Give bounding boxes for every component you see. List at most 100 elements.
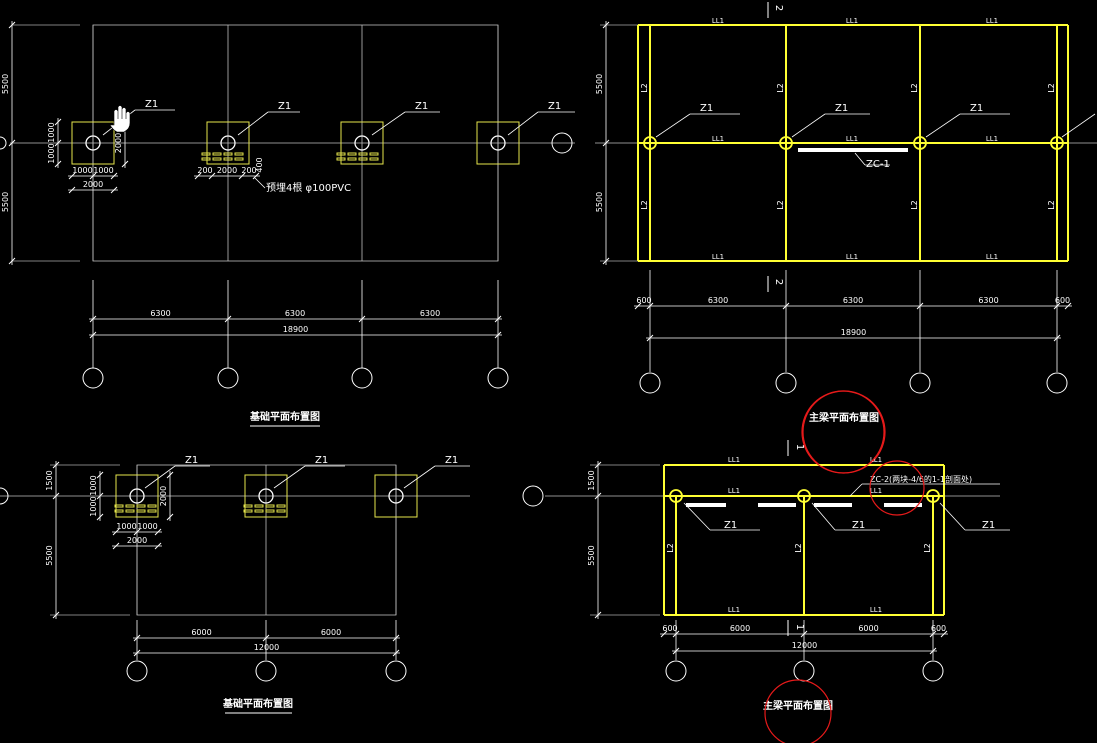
leader-line bbox=[811, 502, 836, 531]
dim-tick bbox=[54, 118, 62, 126]
beam-label: LL1 bbox=[728, 456, 740, 464]
dimension-text: 5500 bbox=[595, 192, 604, 212]
dim-tick bbox=[929, 630, 937, 638]
dimension-text: 6300 bbox=[420, 309, 440, 318]
beam-label: LL1 bbox=[986, 253, 998, 261]
dimension-text: 6300 bbox=[285, 309, 305, 318]
dimension-text: 6300 bbox=[843, 296, 863, 305]
dim-tick bbox=[672, 647, 680, 655]
dim-tick bbox=[208, 172, 216, 180]
dim-tick bbox=[252, 172, 260, 180]
axis-bubble bbox=[217, 367, 239, 389]
drawing-title: 主梁平面布置图 bbox=[809, 411, 879, 424]
rebar-mark bbox=[114, 509, 124, 513]
dim-tick bbox=[602, 257, 610, 265]
dimension-text: 1000 bbox=[89, 496, 98, 516]
dim-tick bbox=[602, 21, 610, 29]
hand-cursor-icon[interactable] bbox=[109, 105, 131, 133]
slab-label: ZC-1 bbox=[866, 159, 890, 170]
beam-label: LL1 bbox=[712, 253, 724, 261]
axis-bubble bbox=[922, 660, 944, 682]
beam-label: LL1 bbox=[846, 135, 858, 143]
column-label: Z1 bbox=[445, 455, 458, 466]
dim-tick bbox=[68, 172, 76, 180]
dimension-text: 200 bbox=[197, 166, 212, 175]
dim-tick bbox=[133, 528, 141, 536]
column-label: Z1 bbox=[852, 520, 865, 531]
axis-bubble bbox=[487, 367, 509, 389]
dimension-text: 12000 bbox=[792, 641, 817, 650]
column-circle bbox=[797, 489, 811, 503]
column-label: Z1 bbox=[185, 455, 198, 466]
leader-line bbox=[791, 113, 826, 138]
dim-tick bbox=[121, 160, 129, 168]
beam-label: LL1 bbox=[870, 487, 882, 495]
dim-tick bbox=[112, 542, 120, 550]
dim-tick bbox=[800, 630, 808, 638]
leader-line bbox=[1061, 113, 1096, 138]
dimension-text: 2000 bbox=[83, 180, 103, 189]
rebar-mark bbox=[243, 504, 253, 508]
beam-label: L2 bbox=[776, 200, 785, 210]
slab-bar bbox=[884, 503, 922, 507]
dim-tick bbox=[940, 630, 948, 638]
column-circle bbox=[258, 488, 274, 504]
beam-label: LL1 bbox=[986, 17, 998, 25]
dimension-text: 1500 bbox=[587, 470, 596, 490]
section-number: 1 bbox=[794, 624, 805, 630]
drawing-title: 主梁平面布置图 bbox=[763, 699, 833, 712]
dim-tick bbox=[112, 528, 120, 536]
footing-pad bbox=[115, 474, 159, 518]
dimension-text: 1000 bbox=[89, 475, 98, 495]
dim-tick bbox=[634, 302, 642, 310]
dimension-text: 2000 bbox=[127, 536, 147, 545]
rebar-mark bbox=[347, 152, 357, 156]
dim-tick bbox=[68, 186, 76, 194]
axis-bubble bbox=[351, 367, 373, 389]
axis-bubble bbox=[639, 372, 661, 394]
column-circle bbox=[779, 136, 793, 150]
plan-top-right: L2L2L2L2L2L2L2L2LL1LL1LL1LL1LL1LL1LL1LL1… bbox=[595, 2, 1097, 474]
axis-bubble bbox=[255, 660, 277, 682]
dim-tick bbox=[96, 492, 104, 500]
dim-tick bbox=[110, 172, 118, 180]
dim-tick bbox=[54, 160, 62, 168]
dimension-text: 18900 bbox=[283, 325, 308, 334]
dim-tick bbox=[194, 172, 202, 180]
axis-bubble bbox=[1046, 372, 1068, 394]
footing-pad bbox=[71, 121, 115, 165]
dim-tick bbox=[358, 315, 366, 323]
dimension-text: 2000 bbox=[114, 133, 123, 153]
leader-line bbox=[371, 111, 406, 136]
dim-tick bbox=[110, 186, 118, 194]
leader-line bbox=[849, 483, 863, 497]
beam-label: LL1 bbox=[846, 253, 858, 261]
rebar-mark bbox=[234, 152, 244, 156]
dimension-text: 6300 bbox=[978, 296, 998, 305]
dimension-text: 6300 bbox=[708, 296, 728, 305]
dim-tick bbox=[782, 302, 790, 310]
dimension-text: 1000 bbox=[72, 166, 92, 175]
dim-tick bbox=[602, 139, 610, 147]
dim-tick bbox=[89, 315, 97, 323]
dimension-text: 6300 bbox=[150, 309, 170, 318]
footing-pad bbox=[476, 121, 520, 165]
markup-circle bbox=[869, 460, 925, 516]
footing-pad bbox=[374, 474, 418, 518]
dim-tick bbox=[89, 172, 97, 180]
leader-line bbox=[507, 111, 539, 136]
slab-bar bbox=[798, 148, 908, 152]
dimension-text: 600 bbox=[1055, 296, 1070, 305]
column-circle bbox=[926, 489, 940, 503]
beam-label: L2 bbox=[910, 200, 919, 210]
dim-tick bbox=[494, 315, 502, 323]
dim-tick bbox=[154, 542, 162, 550]
dim-tick bbox=[52, 492, 60, 500]
dim-tick bbox=[646, 334, 654, 342]
section-number: 2 bbox=[773, 5, 784, 11]
rebar-mark bbox=[254, 509, 264, 513]
rebar-mark bbox=[212, 152, 222, 156]
dimension-text: 600 bbox=[636, 296, 651, 305]
dim-tick bbox=[52, 461, 60, 469]
